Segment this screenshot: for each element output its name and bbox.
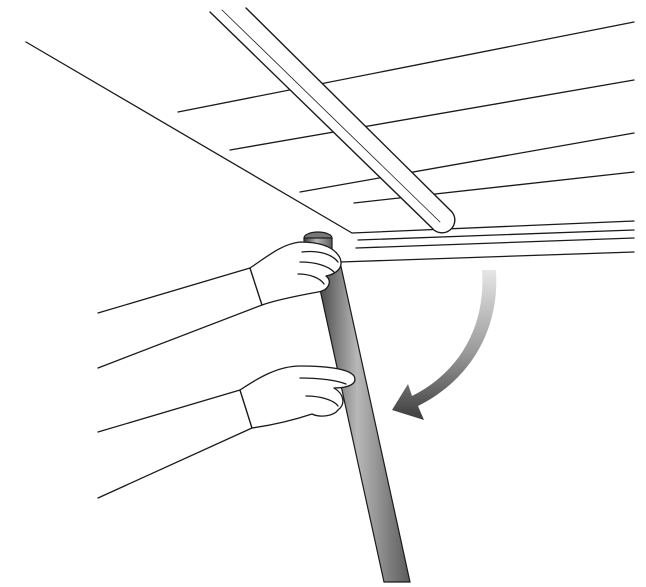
canopy-rib bbox=[355, 237, 635, 249]
awning-canopy bbox=[25, 21, 635, 263]
canopy-rib bbox=[177, 21, 635, 113]
canopy-rib bbox=[357, 229, 635, 241]
canopy-left-edge bbox=[25, 41, 353, 234]
canopy-front-edge-2 bbox=[351, 220, 635, 234]
canopy-rib bbox=[229, 79, 635, 151]
curved-arrow-icon bbox=[392, 270, 497, 420]
canopy-rib bbox=[299, 132, 635, 193]
upper-hand bbox=[97, 241, 342, 369]
roller-tube bbox=[209, 7, 456, 234]
canopy-front-edge bbox=[339, 251, 635, 263]
lower-hand bbox=[97, 365, 356, 499]
